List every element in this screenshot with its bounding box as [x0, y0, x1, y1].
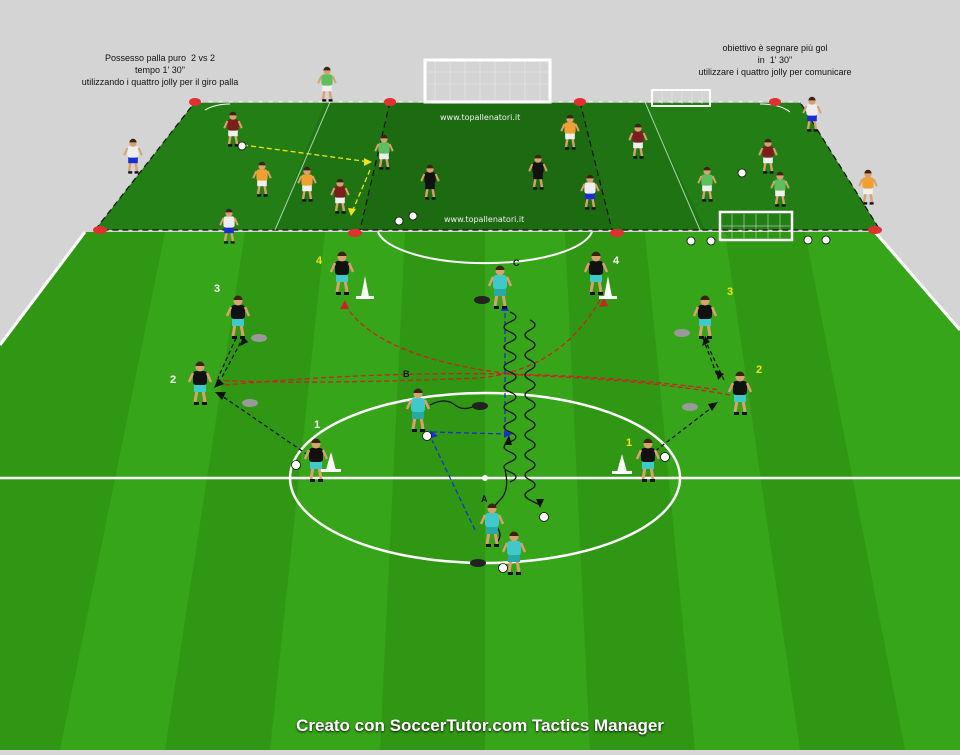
player-icon [297, 166, 317, 202]
ball-icon [394, 216, 404, 226]
ball-icon [706, 236, 716, 246]
goal-icon [651, 89, 711, 107]
player-icon [858, 169, 878, 205]
cone-icon [599, 276, 617, 299]
player-icon [692, 295, 718, 339]
watermark: www.topallenatori.it [444, 215, 524, 224]
corner-markers [93, 98, 882, 237]
ball-icon [737, 168, 747, 178]
player-icon [329, 251, 355, 295]
arrow-heads [214, 158, 724, 508]
label-right-2: 2 [756, 364, 762, 376]
label-a: A [481, 494, 488, 504]
player-icon [580, 174, 600, 210]
goal-icon [718, 210, 794, 242]
label-b: B [403, 369, 410, 379]
top-zone [93, 101, 882, 231]
goal-icon [423, 58, 552, 104]
cone-icon [251, 334, 267, 342]
ball-icon [821, 235, 831, 245]
player-icon [252, 161, 272, 197]
cone-icon [474, 296, 490, 304]
player-icon [758, 138, 778, 174]
player-icon [123, 138, 143, 174]
cone-icon [682, 403, 698, 411]
ball-icon [291, 460, 301, 470]
pass-arrows [214, 144, 731, 546]
player-icon [727, 371, 753, 415]
player-icon [583, 251, 609, 295]
player-icon [219, 208, 239, 244]
ball-icon [408, 211, 418, 221]
player-icon [223, 111, 243, 147]
label-left-4: 4 [316, 255, 323, 267]
player-icon [420, 164, 440, 200]
player-icon [330, 178, 350, 214]
label-right-3: 3 [727, 286, 733, 298]
main-pitch [0, 231, 960, 750]
label-right-1: 1 [626, 437, 632, 449]
player-icon [303, 438, 329, 482]
player-icon [560, 114, 580, 150]
player-icon [405, 388, 431, 432]
player-icon [225, 295, 251, 339]
ball-icon [237, 141, 247, 151]
cone-icon [674, 329, 690, 337]
players [123, 66, 878, 575]
balls [237, 141, 831, 573]
cone-icon [472, 402, 488, 410]
label-left-1: 1 [314, 419, 320, 431]
ball-icon [422, 431, 432, 441]
cone-icon [470, 559, 486, 567]
player-icon [479, 503, 505, 547]
player-icon [487, 265, 513, 309]
player-icon [628, 123, 648, 159]
player-icon [802, 96, 822, 132]
cone-icon [321, 452, 341, 472]
player-icon [697, 166, 717, 202]
label-right-4: 4 [613, 255, 620, 267]
footer-credit: Creato con SoccerTutor.com Tactics Manag… [296, 716, 664, 735]
ball-icon [686, 236, 696, 246]
player-icon [635, 438, 661, 482]
player-icon [501, 531, 527, 575]
label-left-2: 2 [170, 374, 176, 386]
player-icon [317, 66, 337, 102]
cone-icon [356, 276, 374, 299]
label-c: C [513, 258, 520, 268]
player-numbers: 4 3 2 1 4 3 2 1 A B C [170, 255, 762, 504]
label-left-3: 3 [214, 283, 220, 295]
watermark: www.topallenatori.it [440, 113, 520, 122]
ball-icon [803, 235, 813, 245]
cone-icon [612, 454, 632, 474]
player-icon [770, 171, 790, 207]
player-icon [187, 361, 213, 405]
ball-icon [539, 512, 549, 522]
cone-icon [242, 399, 258, 407]
player-icon [528, 154, 548, 190]
ball-icon [660, 452, 670, 462]
cones [242, 276, 698, 567]
player-icon [374, 134, 394, 170]
ball-icon [498, 563, 508, 573]
